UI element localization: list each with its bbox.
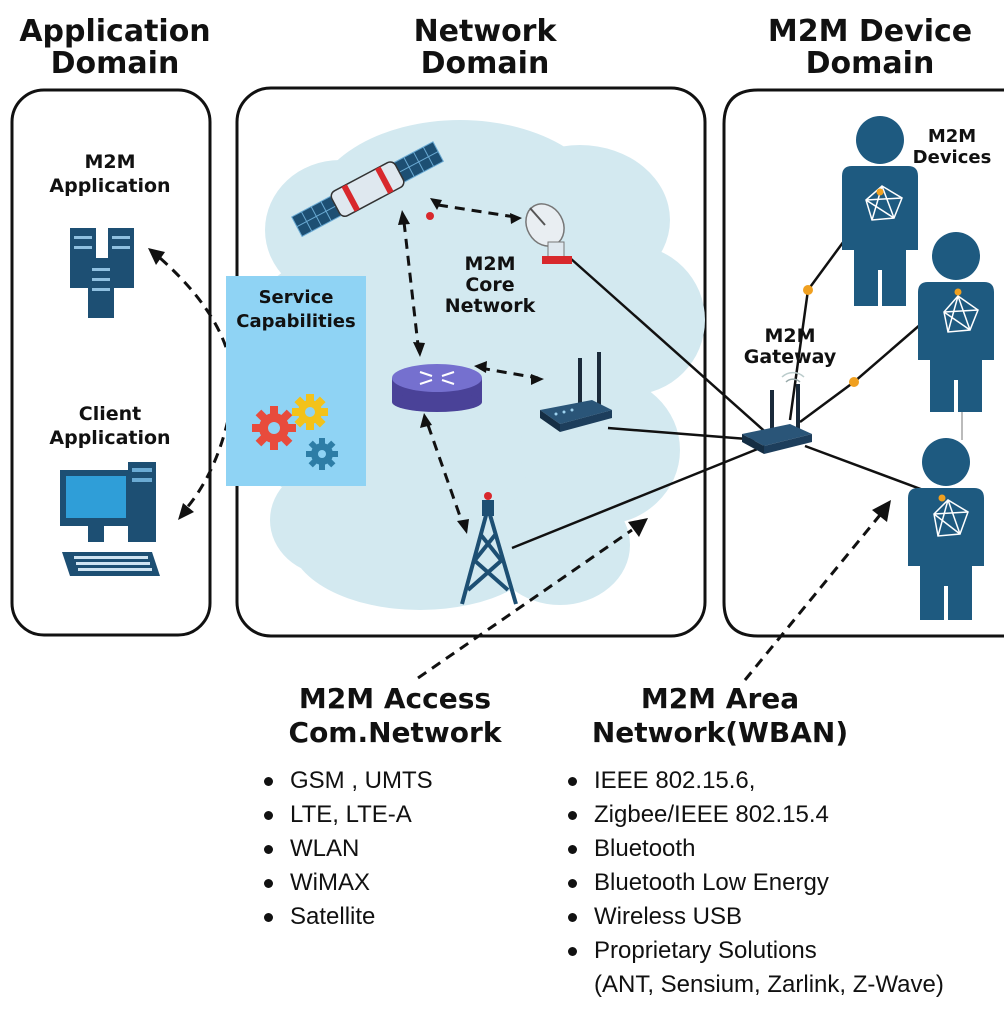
list-item: LTE, LTE-A bbox=[256, 798, 433, 832]
server-icon bbox=[70, 228, 134, 318]
core-network-line2: Core bbox=[465, 274, 515, 296]
network-domain-heading: Network Domain bbox=[360, 16, 610, 80]
devices-line1: M2M bbox=[927, 126, 977, 147]
devices-line2: Devices bbox=[912, 147, 992, 168]
dash-router-tower bbox=[426, 424, 464, 523]
cell-tower-icon bbox=[460, 492, 518, 605]
list-item: WiMAX bbox=[256, 866, 433, 900]
m2m-application-line1: M2M bbox=[84, 151, 136, 173]
dash-area-arrow bbox=[743, 514, 882, 681]
person-icon bbox=[842, 116, 918, 306]
area-network-title: M2M Area Network(WBAN) bbox=[570, 682, 870, 750]
list-item: IEEE 802.15.6, bbox=[560, 764, 829, 798]
dash-service-apps bbox=[159, 256, 235, 511]
person-icon bbox=[918, 232, 994, 412]
gateway-icon bbox=[742, 371, 812, 454]
core-network-line1: M2M bbox=[464, 253, 516, 275]
arrowheads bbox=[148, 198, 891, 537]
client-application-label: Client Application bbox=[30, 402, 190, 450]
application-domain-panel bbox=[10, 88, 212, 637]
device-domain-heading-line2: Domain bbox=[805, 46, 935, 81]
dash-satellite-dish bbox=[437, 203, 516, 219]
gateway-line2: Gateway bbox=[743, 346, 837, 368]
access-network-title-line1: M2M Access bbox=[298, 682, 492, 715]
computer-icon bbox=[60, 462, 160, 576]
list-item: Wireless USB bbox=[560, 900, 829, 934]
gateway-line1: M2M bbox=[764, 325, 816, 347]
area-network-list: IEEE 802.15.6, Zigbee/IEEE 802.15.4 Blue… bbox=[560, 764, 829, 968]
list-item: Satellite bbox=[256, 900, 433, 934]
device-domain-heading-line1: M2M Device bbox=[767, 14, 973, 49]
access-network-title: M2M Access Com.Network bbox=[250, 682, 540, 750]
list-item: WLAN bbox=[256, 832, 433, 866]
area-network-list-continuation: (ANT, Sensium, Zarlink, Z-Wave) bbox=[594, 971, 944, 998]
service-capabilities-line2: Capabilities bbox=[236, 311, 356, 332]
client-application-line2: Application bbox=[49, 427, 171, 449]
router-icon bbox=[392, 364, 482, 412]
network-domain-heading-line2: Domain bbox=[420, 46, 550, 81]
service-capabilities-label: Service Capabilities bbox=[226, 286, 366, 334]
area-network-title-line1: M2M Area bbox=[640, 682, 800, 715]
application-domain-heading-line1: Application bbox=[19, 14, 211, 49]
list-item: Proprietary Solutions bbox=[560, 934, 829, 968]
application-domain-heading: Application Domain bbox=[10, 16, 220, 80]
network-domain-heading-line1: Network bbox=[413, 14, 557, 49]
devices-label: M2M Devices bbox=[900, 126, 1004, 168]
list-item: Bluetooth bbox=[560, 832, 829, 866]
link-dish-gateway bbox=[569, 257, 771, 437]
dash-router-ap bbox=[479, 366, 539, 380]
core-network-label: M2M Core Network bbox=[430, 254, 550, 317]
satellite-dish-icon bbox=[525, 203, 572, 264]
dash-access-arrow bbox=[417, 528, 633, 680]
gateway-label: M2M Gateway bbox=[730, 326, 850, 368]
relay-node bbox=[849, 377, 859, 387]
link-ap-gateway bbox=[607, 426, 761, 442]
person-icon bbox=[908, 438, 984, 620]
link-tower-gateway bbox=[511, 444, 766, 550]
service-capabilities-box: Service Capabilities bbox=[226, 276, 366, 486]
device-domain-panel bbox=[722, 88, 1004, 638]
relay-node bbox=[803, 285, 813, 295]
list-item: Bluetooth Low Energy bbox=[560, 866, 829, 900]
list-item: GSM , UMTS bbox=[256, 764, 433, 798]
core-network-line3: Network bbox=[444, 295, 536, 317]
client-application-line1: Client bbox=[78, 403, 142, 425]
access-network-title-line2: Com.Network bbox=[288, 716, 502, 749]
m2m-application-line2: Application bbox=[49, 175, 171, 197]
device-domain-heading: M2M Device Domain bbox=[740, 16, 1000, 80]
access-network-list: GSM , UMTS LTE, LTE-A WLAN WiMAX Satelli… bbox=[256, 764, 433, 934]
service-capabilities-line1: Service bbox=[258, 287, 334, 308]
relay-nodes bbox=[803, 285, 859, 387]
dash-satellite-router bbox=[402, 221, 420, 346]
area-network-title-line2: Network(WBAN) bbox=[591, 716, 849, 749]
wifi-access-point-icon bbox=[540, 352, 612, 432]
application-domain-heading-line2: Domain bbox=[50, 46, 180, 81]
m2m-application-label: M2M Application bbox=[30, 150, 190, 198]
satellite-icon bbox=[291, 141, 445, 238]
list-item: Zigbee/IEEE 802.15.4 bbox=[560, 798, 829, 832]
